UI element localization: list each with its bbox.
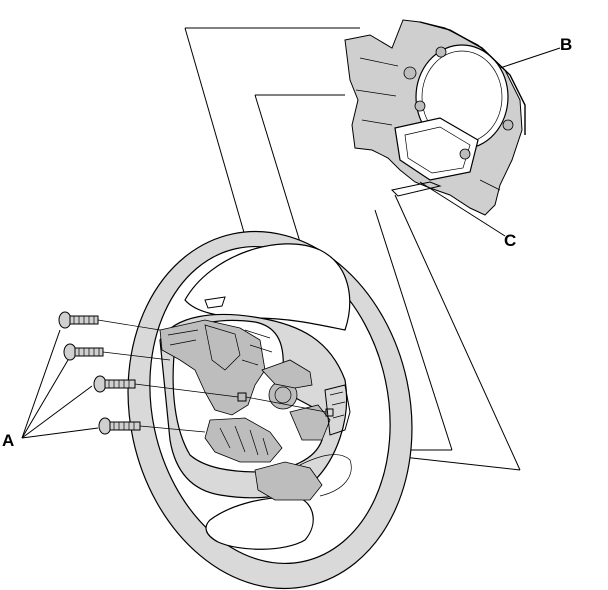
- label-b: B: [560, 35, 572, 54]
- hub-mechanism: [159, 296, 351, 501]
- leader-lines: [21, 47, 561, 439]
- screws-a: [58, 311, 141, 435]
- screw-4: [98, 417, 141, 435]
- rear-cover-b: [344, 19, 526, 216]
- steering-wheel: [127, 230, 413, 590]
- label-a: A: [2, 431, 14, 450]
- screw-3: [93, 375, 136, 393]
- screw-1: [58, 311, 99, 329]
- label-c: C: [504, 231, 516, 250]
- screw-2: [63, 343, 104, 361]
- screw-alignment-lines: [97, 319, 327, 433]
